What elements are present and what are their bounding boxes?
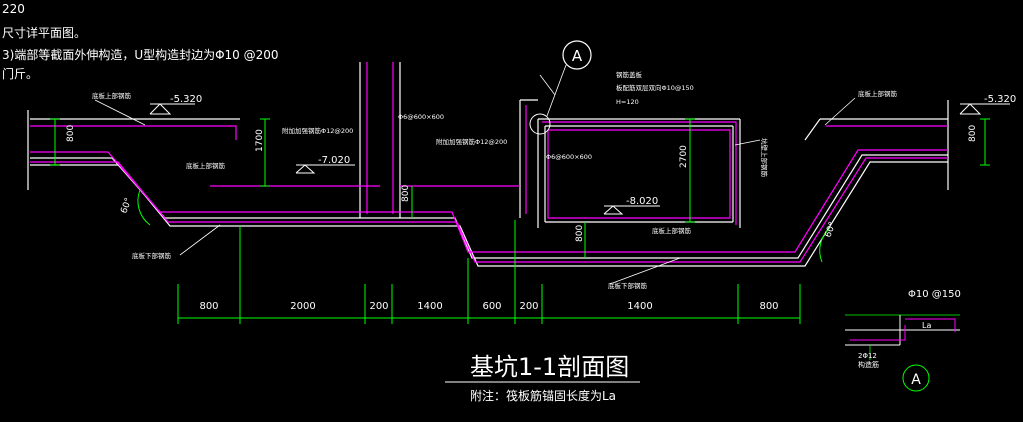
- label-bottom-bar-left: 底板下部钢筋: [132, 251, 172, 260]
- detail-marker: A: [911, 372, 921, 388]
- label-stirrup-a: Φ6@600×600: [398, 113, 444, 121]
- drawing-title: 基坑1-1剖面图 附注：筏板筋锚固长度为La: [445, 353, 640, 403]
- bottom-dim-labels: 800 2000 200 1400 600 200 1400 800: [199, 301, 778, 312]
- structure-outline: [27, 62, 949, 267]
- label-stirrup-b: Φ6@600×600: [546, 153, 592, 161]
- label-cover-title: 钢筋盖板: [616, 70, 643, 79]
- callout-a[interactable]: A: [529, 40, 592, 135]
- bottom-dim-0: 800: [199, 301, 218, 312]
- elevation-pit: -8.020: [626, 196, 658, 207]
- label-top-bar-center: 底板上部钢筋: [186, 161, 226, 170]
- label-bottom-bar-center: 底板下部钢筋: [608, 281, 648, 290]
- title-main: 基坑1-1剖面图: [470, 353, 629, 381]
- elevation-mid: -7.020: [318, 155, 350, 166]
- bottom-dim-7: 800: [759, 301, 778, 312]
- vertical-dim-labels: 800 800 1700 2700 800 800: [66, 125, 978, 242]
- dimension-lines: [50, 118, 990, 324]
- detail-la: La: [922, 321, 931, 330]
- label-cover-h: H=120: [616, 98, 639, 106]
- note-line-3: 3)端部等截面外伸构造，U型构造封边为Φ10 @200: [2, 47, 279, 62]
- notes-block: 220 尺寸详平面图。 3)端部等截面外伸构造，U型构造封边为Φ10 @200 …: [2, 2, 279, 81]
- note-line-2: 尺寸详平面图。: [2, 25, 86, 40]
- angle-left: 60°: [119, 197, 134, 215]
- bottom-dim-2: 200: [369, 301, 388, 312]
- rebar-lines: [30, 62, 948, 263]
- callout-a-label: A: [572, 47, 583, 65]
- label-add-bar-center: 附加加强钢筋Φ12@200: [436, 137, 507, 146]
- detail-bar: Φ10 @150: [908, 289, 961, 300]
- label-top-bar-left: 底板上部钢筋: [92, 91, 132, 100]
- label-top-bar-right: 底板上部钢筋: [858, 89, 898, 98]
- elevation-right: -5.320: [984, 94, 1016, 105]
- dim-mid-800: 800: [401, 185, 411, 202]
- elevation-markers: [149, 103, 1010, 215]
- dim-1700: 1700: [255, 129, 265, 152]
- bottom-dim-6: 1400: [627, 301, 652, 312]
- bottom-dim-5: 200: [519, 301, 538, 312]
- detail-bottom-note: 构造筋: [858, 360, 879, 369]
- dim-2700: 2700: [679, 145, 689, 168]
- label-cover-bar: 板配筋双层双向Φ10@150: [616, 83, 694, 92]
- bottom-dim-4: 600: [482, 301, 501, 312]
- label-top-bar-mid: 底板上部钢筋: [652, 226, 692, 235]
- angle-right: 60°: [823, 221, 838, 239]
- elevation-labels: -5.320 -5.320 -7.020 -8.020: [170, 94, 1016, 207]
- bottom-dim-1: 2000: [290, 301, 315, 312]
- label-add-bar-left: 附加加强钢筋Φ12@200: [282, 126, 353, 135]
- bottom-dim-3: 1400: [417, 301, 442, 312]
- dim-left-slab: 800: [66, 125, 76, 142]
- angle-arcs: [137, 189, 831, 263]
- detail-a: Φ10 @150 La 2Φ12 构造筋 A: [845, 289, 961, 392]
- detail-bottom-bars: 2Φ12: [858, 352, 877, 360]
- label-pit-anchor: 坑壁上部钢筋: [760, 138, 769, 178]
- elevation-left: -5.320: [170, 94, 202, 105]
- leader-lines: [94, 74, 856, 285]
- rebar-labels: 底板上部钢筋 底板上部钢筋 底板下部钢筋 底板下部钢筋 底板上部钢筋 底板上部钢…: [92, 70, 898, 290]
- note-line-1: 220: [2, 2, 25, 16]
- dim-right-slab: 800: [968, 125, 978, 142]
- title-note: 附注：筏板筋锚固长度为La: [470, 388, 616, 403]
- dim-bottom-800: 800: [575, 225, 585, 242]
- note-line-4: 门斤。: [2, 66, 38, 81]
